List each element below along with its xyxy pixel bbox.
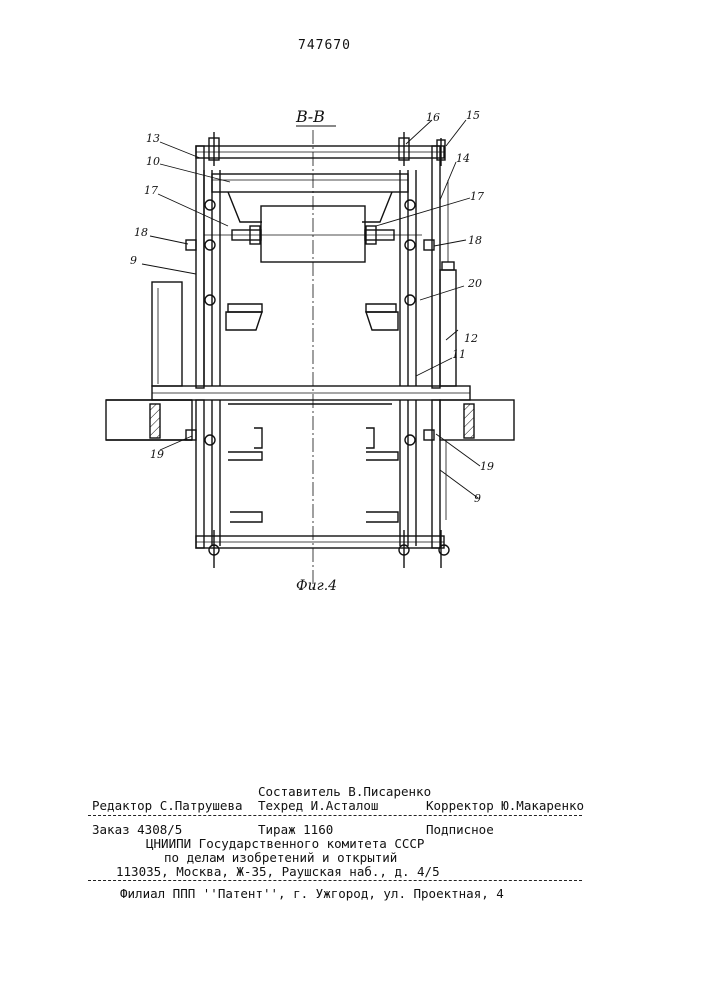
part-label: 19: [150, 448, 164, 461]
compiler: Составитель В.Писаренко: [258, 784, 431, 799]
part-label: 11: [452, 348, 466, 361]
org-line1: ЦНИИПИ Государственного комитета СССР: [146, 836, 424, 851]
part-label: 17: [144, 184, 158, 197]
editor: Редактор С.Патрушева: [92, 798, 243, 813]
divider: [88, 815, 582, 816]
top-shaft: [196, 132, 445, 166]
address: 113035, Москва, Ж-35, Раушская наб., д. …: [116, 864, 440, 879]
part-label: 19: [480, 460, 494, 473]
top-beam: [212, 174, 408, 222]
divider: [88, 880, 582, 881]
part-label: 9: [474, 492, 481, 505]
circulation: Тираж 1160: [258, 822, 333, 837]
part-label: 13: [146, 132, 160, 145]
figure-caption: Фиг.4: [296, 578, 337, 594]
part-label: 18: [468, 234, 482, 247]
upper-shelves: [226, 304, 398, 330]
lower-brackets: [186, 428, 446, 522]
subscription: Подписное: [426, 822, 494, 837]
floor-beams: [106, 400, 514, 440]
part-label: 17: [470, 190, 484, 203]
part-label: 16: [426, 111, 440, 124]
leader-lines: [142, 120, 480, 498]
part-label: 18: [134, 226, 148, 239]
order: Заказ 4308/5: [92, 822, 182, 837]
lower-frame: [196, 400, 449, 568]
technical-drawing: В-В: [0, 0, 707, 640]
org-line2: по делам изобретений и открытий: [164, 850, 397, 865]
part-label: 20: [467, 277, 482, 290]
left-side-block: [152, 282, 182, 386]
techred: Техред И.Асталош: [258, 798, 378, 813]
part-label: 9: [130, 254, 137, 267]
left-sprockets: [186, 200, 215, 305]
right-frame: [400, 146, 440, 388]
part-label: 14: [456, 152, 470, 165]
branch: Филиал ППП ''Патент'', г. Ужгород, ул. П…: [120, 886, 504, 901]
left-frame: [196, 146, 220, 388]
part-label: 12: [464, 332, 478, 345]
corrector: Корректор Ю.Макаренко: [426, 798, 584, 813]
section-label: В-В: [295, 107, 325, 126]
part-label: 15: [466, 109, 480, 122]
part-label: 10: [146, 155, 160, 168]
